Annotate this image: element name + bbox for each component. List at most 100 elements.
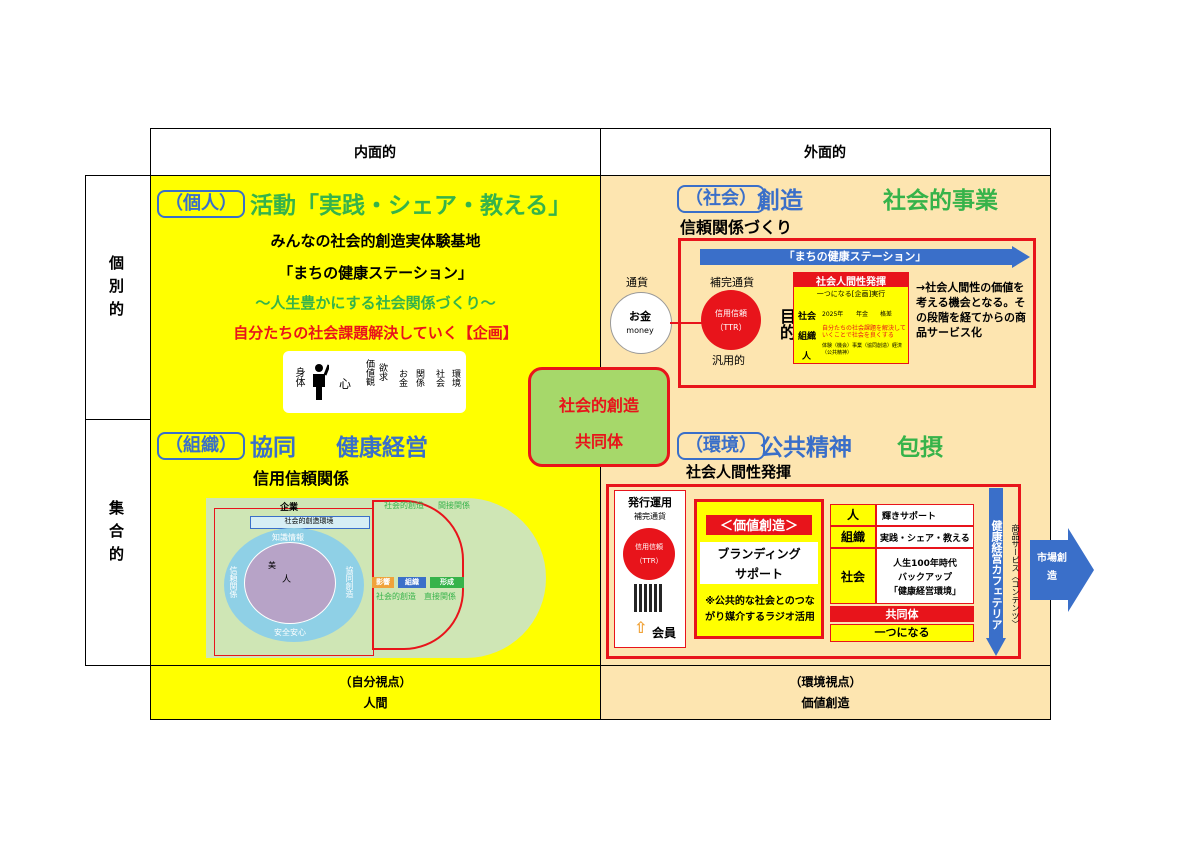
q2-currency: 通貨 [626, 276, 648, 289]
q1-line2: 「まちの健康ステーション」 [278, 264, 473, 282]
q4-one: 一つになる [830, 624, 974, 642]
q4-trust: 信用信頼 [635, 543, 663, 551]
up-arrow-icon: ⇧ [634, 618, 648, 637]
q3-red-arc [372, 500, 464, 650]
q4-society-val1: 人生100年時代 [893, 559, 957, 569]
q4-complement: 補完通貨 [634, 512, 666, 521]
q2-title2: 社会的事業 [883, 188, 998, 214]
q4-org-val-cell [876, 526, 974, 548]
q2-mini-table: 社会人間性発揮 一つになる[企画]実行 社会 2025年 年金 格差 組織 自分… [793, 272, 909, 364]
q4-row-society: 社会 [840, 570, 865, 584]
q4-subtitle: 社会人間性発揮 [686, 463, 792, 481]
q2-org-text: 自分たちの社会課題を解決していくことで社会を良くする [822, 325, 906, 339]
q2-tag: （社会） [677, 185, 765, 213]
q4-branding-box [700, 542, 818, 584]
q3-env-box [250, 516, 370, 529]
q4-row-org-cell [830, 526, 876, 548]
qr-code-icon [634, 584, 662, 612]
q3-subtitle: 信用信頼関係 [253, 469, 350, 488]
row-label-individual: 個別的 [107, 255, 125, 324]
q2-ttr: （TTR） [715, 323, 747, 332]
q3-title2: 健康経営 [336, 435, 428, 461]
q4-ttr: （TTR） [635, 557, 663, 565]
q3-safety: 安全安心 [274, 628, 306, 637]
q4-org-val: 実践・シェア・教える [880, 534, 970, 544]
q4-market: 市場創造 [1037, 553, 1067, 582]
q3-knowledge: 知識情報 [272, 533, 304, 542]
q2-ttr-circle [701, 290, 761, 350]
q3-org: 組織 [398, 577, 426, 588]
q1-line3: ～人生豊かにする社会関係づくり～ [255, 294, 496, 312]
q2-row-society: 社会 [798, 312, 817, 322]
center-line2: 共同体 [574, 432, 623, 451]
q3-indirect: 間接関係 [438, 501, 470, 510]
q3-trust: 信頼関係 [229, 566, 238, 598]
footer-left-bottom: 人間 [363, 696, 388, 710]
q3-coop: 協同創造 [345, 566, 354, 598]
q4-value-creation: ＜価値創造＞ [706, 515, 812, 535]
footer-right-top: （環境視点） [789, 675, 862, 689]
footer-right-bg [601, 666, 1050, 719]
q4-frame [606, 484, 1021, 659]
q2-trust: 信用信頼 [715, 309, 747, 318]
q4-row-person-cell [830, 504, 876, 526]
q2-title: 創造 [757, 188, 803, 214]
q2-person-text: 体験（機会）事業（協同創造）経済（公共精神） [822, 343, 903, 356]
q2-table-val-1: 2025年 [822, 311, 844, 318]
q2-row-person: 人 [802, 352, 812, 362]
q1-icon-relation-label: 関係 [414, 369, 424, 387]
q3-title: 協同 [250, 435, 296, 461]
grid-line-right [1050, 128, 1051, 720]
q2-money-sub: money [626, 326, 654, 335]
q1-icon-values-label: 価値観 [364, 359, 374, 386]
q4-issue: 発行運用 [628, 496, 672, 509]
q3-social-creation: 社会的創造 [384, 501, 424, 510]
q2-money: お金 [629, 310, 651, 323]
q1-icon-mind-label: 心 [339, 377, 352, 391]
grid-line-bottom-row [85, 665, 1050, 666]
person-icon [313, 364, 329, 400]
q4-row-society-cell [830, 548, 876, 604]
q4-down-arrow [986, 488, 1006, 656]
q4-row-org: 組織 [840, 530, 865, 544]
row-label-collective: 集合的 [107, 500, 125, 569]
q1-icon-money-label: お金 [397, 369, 407, 387]
q4-member: 会員 [652, 626, 677, 640]
q4-community: 共同体 [830, 606, 974, 622]
q4-vertical-small: 商品サービス〈コンテンツ〉 [1011, 524, 1020, 628]
q3-influence: 影響 [372, 577, 394, 588]
q4-ttr-circle [623, 528, 675, 580]
q2-row-org: 組織 [798, 332, 817, 342]
q4-market-arrow [1030, 528, 1094, 612]
grid-line-mid-left [85, 419, 150, 420]
q2-table-val-3: 格差 [880, 311, 893, 318]
q3-company: 企業 [280, 503, 299, 513]
q2-general: 汎用的 [712, 354, 745, 367]
q1-line4: 自分たちの社会課題解決していく【企画】 [233, 324, 518, 342]
q1-title: 活動「実践・シェア・教える」 [250, 193, 572, 219]
q2-subtitle: 信頼関係づくり [680, 218, 793, 237]
grid-line-left [85, 175, 86, 666]
header-inner: 内面的 [354, 145, 396, 161]
q4-society-val-cell [876, 548, 974, 604]
footer-left-top: （自分視点） [339, 675, 412, 689]
q3-tag: （組織） [157, 432, 245, 460]
q2-note: →社会人間性の価値を考える機会となる。その段階を経てからの商品サービス化 [916, 281, 1026, 339]
grid-line-col1 [150, 128, 151, 720]
q1-tag: （個人） [157, 190, 245, 218]
q1-icon-environment-label: 環境 [450, 369, 460, 387]
q1-line1: みんなの社会的創造実体験基地 [270, 232, 481, 250]
q2-arrow [700, 246, 1030, 268]
q3-person-glyph: 人 [282, 575, 292, 585]
footer-left-bg [151, 666, 600, 719]
q4-support: サポート [734, 567, 783, 581]
q4-society-val3: 「健康経営環境」 [888, 587, 961, 597]
q4-vertical-blue: 健康経営カフェテリア [990, 520, 1003, 630]
q4-society-val2: バックアップ [897, 573, 952, 583]
q1-icon-body-label: 身体 [293, 367, 304, 387]
q2-purpose: 目的 [777, 308, 796, 340]
footer-right-bottom: 価値創造 [801, 696, 850, 710]
q1-icon-desire-label: 欲求 [377, 363, 387, 381]
q4-branding: ブランディング [717, 547, 801, 561]
q4-row-person: 人 [846, 508, 859, 522]
